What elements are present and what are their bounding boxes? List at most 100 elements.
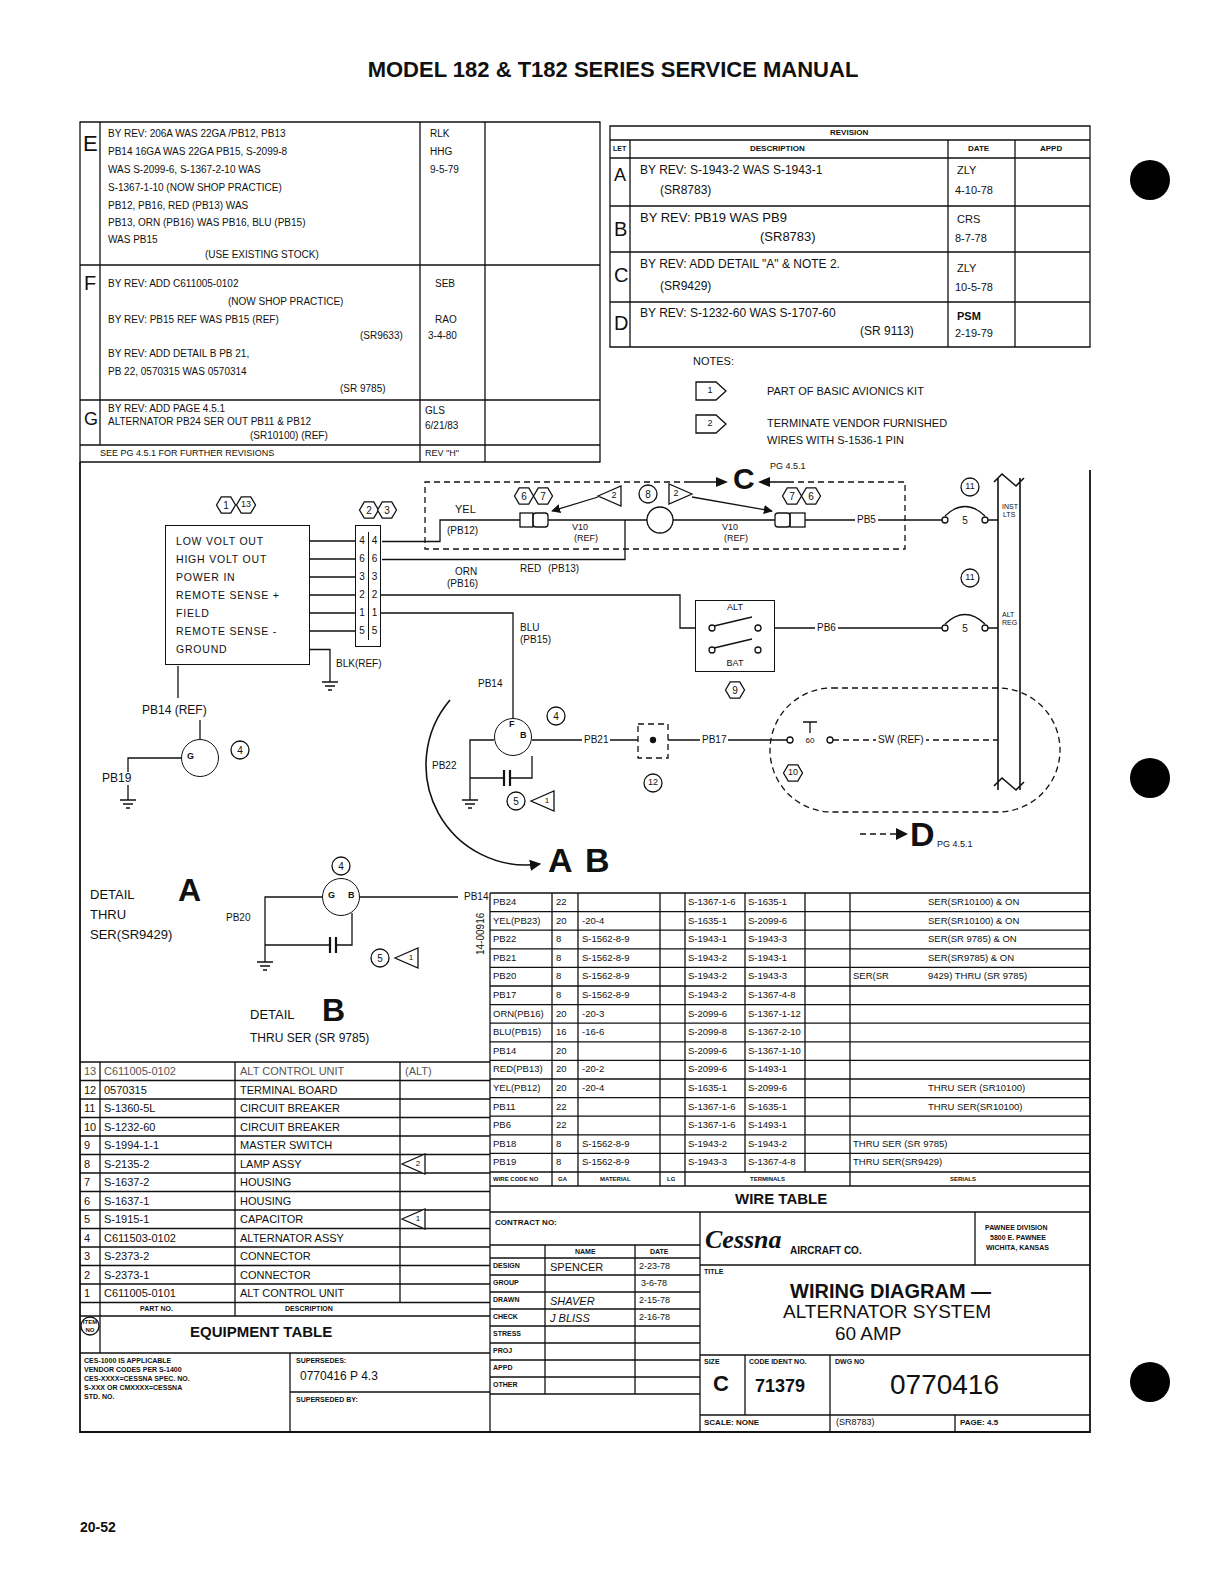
label-text: NAME (575, 1248, 596, 1256)
label-text: ALTERNATOR SYSTEM (783, 1302, 991, 1323)
label-text: VENDOR CODES PER S-1400 (84, 1366, 182, 1374)
label-text: SEB (435, 278, 455, 289)
label-text: S-1562-8-9 (582, 953, 630, 963)
note-flag (696, 415, 726, 433)
label-text: LG (667, 1176, 675, 1183)
label-text: (SR9429) (660, 280, 711, 293)
arrow-head (758, 477, 770, 487)
label-text: S-1232-60 (104, 1121, 155, 1133)
pin-number: 3 (356, 568, 368, 586)
callout-circle (81, 1317, 99, 1335)
callout-number: 1 (409, 954, 413, 963)
terminal-letter: F (509, 720, 515, 729)
label-text: (PB13) (548, 563, 579, 574)
switch-blade (714, 639, 752, 648)
label-text: DESCRIPTION (750, 145, 805, 154)
label-text: LTS (1003, 511, 1015, 519)
label-text: 11 (84, 1102, 95, 1114)
label-text: S-2099-6 (748, 1083, 787, 1093)
label-text: PB21 (493, 953, 516, 963)
label-text: GROUP (493, 1279, 519, 1287)
label-text: S-1637-1 (104, 1195, 149, 1207)
note-flag (402, 1154, 425, 1174)
label-text: WIRE TABLE (735, 1191, 827, 1208)
label-text: S-1367-4-8 (748, 1157, 796, 1167)
label-text: STRESS (493, 1330, 521, 1338)
sheet-frame (80, 462, 1090, 1432)
label-text: RAO (435, 314, 457, 325)
callout-hexagon (360, 502, 379, 518)
label-text: SER(SR9785) & ON (928, 953, 1014, 963)
label-text: B (614, 218, 627, 240)
label-text: PB13, ORN (PB16) WAS PB16, BLU (PB15) (108, 217, 305, 228)
label-text: ORN (455, 566, 477, 577)
label-text: WAS S-2099-6, S-1367-2-10 WAS (108, 164, 261, 175)
label-text: (USE EXISTING STOCK) (205, 249, 319, 260)
label-text: BY REV: S-1943-2 WAS S-1943-1 (640, 164, 822, 177)
label-text: WIRING DIAGRAM — (790, 1280, 991, 1302)
note-flag (598, 486, 621, 506)
note-flag (395, 948, 418, 968)
callout-number: 1 (545, 797, 549, 806)
callout-hexagon (802, 488, 821, 504)
control-unit-box: LOW VOLT OUTHIGH VOLT OUTPOWER INREMOTE … (165, 525, 310, 665)
label-text: 2-23-78 (639, 1262, 670, 1272)
callout-number: 4 (338, 861, 344, 872)
label-text: S-1943-2 (748, 1139, 787, 1149)
label-text: SER(SR10100) & ON (928, 916, 1019, 926)
label-text: 20-52 (80, 1520, 116, 1535)
label-text: (NOW SHOP PRACTICE) (228, 296, 343, 307)
node-text: REMOTE SENSE - (176, 622, 299, 640)
label-text: 9429) THRU (SR 9785) (928, 971, 1027, 981)
label-text: WIRES WITH S-1536-1 PIN (767, 434, 904, 446)
label-text: BY REV: 206A WAS 22GA /PB12, PB13 (108, 128, 286, 139)
terminal-letter: B (348, 891, 355, 900)
label-text: S-1943-3 (748, 971, 787, 981)
label-text: (SR 9113) (860, 325, 914, 338)
label-text: PG 4.5.1 (937, 840, 973, 850)
node-text: BAT (727, 659, 744, 669)
label-text: S-1367-1-6 (688, 897, 736, 907)
label-text: CONNECTOR (240, 1269, 311, 1281)
label-text: THRU SER(SR9429) (853, 1157, 942, 1167)
dashed-outlines (425, 482, 1060, 834)
label-text: S-2099-6 (748, 916, 787, 926)
label-text: -20-3 (582, 1009, 604, 1019)
label-text: 2 (84, 1269, 90, 1281)
label-text: LAMP ASSY (240, 1158, 302, 1170)
callout-number: 1 (416, 1215, 420, 1224)
label-text: REVISION (830, 129, 868, 138)
label-text: J BLISS (550, 1312, 590, 1324)
label-text: CIRCUIT BREAKER (240, 1102, 340, 1114)
label-text: ZLY (957, 262, 976, 274)
callout-number: 7 (540, 491, 546, 502)
label-text: SEE PG 4.5.1 FOR FURTHER REVISIONS (100, 449, 274, 459)
label-text: (SR8783) (836, 1418, 875, 1428)
label-text: BY REV: ADD C611005-0102 (108, 278, 238, 289)
label-text: HOUSING (240, 1176, 291, 1188)
label-text: S-2099-6 (688, 1009, 727, 1019)
callout-number: 5 (513, 796, 519, 807)
label-text: (ALT) (405, 1065, 432, 1077)
label-text: 9-5-79 (430, 164, 459, 175)
label-text: S-1943-3 (748, 934, 787, 944)
node-text: GROUND (176, 640, 299, 658)
pin-number: 5 (356, 622, 368, 640)
callout-hexagon (726, 682, 745, 698)
callout-number: 3 (384, 505, 390, 516)
label-text: -20-2 (582, 1064, 604, 1074)
note-flag (402, 1209, 425, 1229)
alternator-circle: FB (494, 718, 532, 756)
callout-number: 2 (611, 491, 616, 501)
label-text: S-1367-1-10 (748, 1046, 801, 1056)
label-text: 5800 E. PAWNEE (990, 1234, 1046, 1242)
callout-number: 10 (788, 768, 798, 778)
label-text: (SR9633) (360, 330, 403, 341)
label-text: C (614, 264, 628, 286)
label-text: BY REV: ADD PAGE 4.5.1 (108, 403, 225, 414)
label-text: ALTERNATOR PB24 SER OUT PB11 & PB12 (108, 416, 311, 427)
callout-number: ITEM (83, 1319, 97, 1326)
callout-number: 2 (366, 505, 372, 516)
label-text: S-1915-1 (104, 1213, 149, 1225)
callout-number: 4 (553, 711, 559, 722)
